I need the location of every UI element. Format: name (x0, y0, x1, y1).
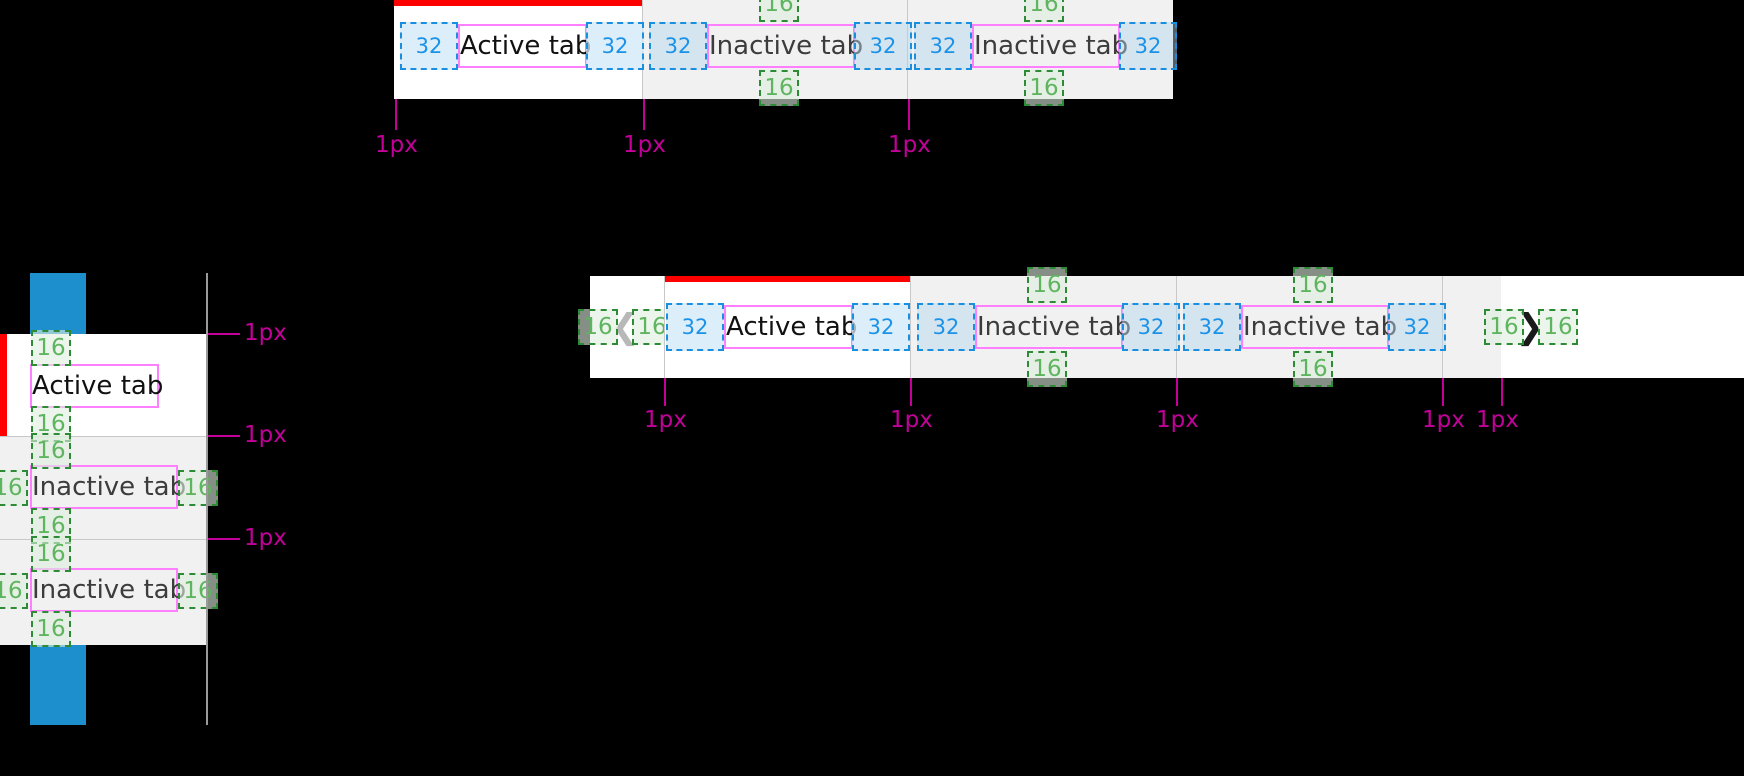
measure-label-1px: 1px (888, 132, 931, 158)
measure-leader (910, 378, 912, 406)
tab-label: Inactive tab (30, 465, 186, 509)
padding-chip-32: 32 (914, 22, 972, 70)
padding-chip-16: 16 (178, 470, 218, 506)
padding-chip-32: 32 (1183, 303, 1241, 351)
measure-leader (1442, 378, 1444, 406)
tab-label: Inactive tab (707, 24, 863, 68)
padding-chip-32: 32 (1388, 303, 1446, 351)
panel-guide-line (206, 273, 208, 725)
measure-label-1px: 1px (1422, 407, 1465, 433)
padding-chip-16: 16 (31, 536, 71, 572)
tab-label: Active tab (30, 364, 163, 408)
padding-chip-16: 16 (1538, 309, 1578, 345)
padding-chip-32: 32 (1122, 303, 1180, 351)
padding-chip-16: 16 (0, 470, 28, 506)
measure-leader (1501, 378, 1503, 406)
tab-label: Inactive tab (30, 568, 186, 612)
tab-label: Inactive tab (1241, 305, 1397, 349)
measure-label-1px: 1px (644, 407, 687, 433)
padding-chip-16: 16 (31, 433, 71, 469)
padding-chip-16: 16 (178, 573, 218, 609)
tab-divider (907, 0, 908, 99)
padding-chip-32: 32 (586, 22, 644, 70)
tab-label: Active tab (458, 24, 591, 68)
padding-chip-16: 16 (1293, 267, 1333, 303)
padding-chip-16: 16 (1484, 309, 1524, 345)
padding-chip-16: 16 (31, 611, 71, 647)
padding-chip-32: 32 (854, 22, 912, 70)
measure-label-1px: 1px (375, 132, 418, 158)
active-tab-indicator (0, 334, 7, 436)
tab-divider (1442, 276, 1443, 378)
measure-leader (664, 378, 666, 406)
accent-block-top (30, 273, 86, 334)
tab-divider (0, 436, 206, 437)
padding-chip-16: 16 (31, 330, 71, 366)
measure-leader (395, 99, 397, 130)
padding-chip-16: 16 (1293, 351, 1333, 387)
tab-label: Active tab (724, 305, 857, 349)
padding-chip-32: 32 (400, 22, 458, 70)
padding-chip-32: 32 (917, 303, 975, 351)
measure-leader (208, 538, 240, 540)
top-tabs-panel: Active tab Inactive tab Inactive tab 32 … (394, 0, 1177, 106)
padding-chip-16: 16 (1027, 267, 1067, 303)
measure-label-1px: 1px (1156, 407, 1199, 433)
measure-leader (643, 99, 645, 130)
padding-chip-32: 32 (666, 303, 724, 351)
padding-chip-16: 16 (759, 70, 799, 106)
active-tab-indicator (665, 276, 910, 282)
padding-chip-16: 16 (578, 309, 618, 345)
measure-label-1px: 1px (244, 320, 287, 346)
padding-chip-16: 16 (1024, 70, 1064, 106)
measure-label-1px: 1px (1476, 407, 1519, 433)
tab-divider (1176, 276, 1177, 378)
measure-label-1px: 1px (890, 407, 933, 433)
tab-divider (0, 539, 206, 540)
padding-chip-16: 16 (0, 573, 28, 609)
measure-leader (908, 99, 910, 130)
padding-chip-32: 32 (1119, 22, 1177, 70)
accent-block-bottom (30, 645, 86, 725)
active-tab-indicator (394, 0, 642, 6)
padding-chip-32: 32 (649, 22, 707, 70)
measure-leader (1176, 378, 1178, 406)
measure-label-1px: 1px (244, 422, 287, 448)
left-tabs-panel: Active tab Inactive tab Inactive tab 16 … (0, 330, 218, 647)
padding-chip-16: 16 (1027, 351, 1067, 387)
tab-label: Inactive tab (975, 305, 1131, 349)
padding-chip-32: 32 (852, 303, 910, 351)
measure-leader (208, 435, 240, 437)
tab-label: Inactive tab (972, 24, 1128, 68)
padding-chip-16: 16 (759, 0, 799, 22)
tab-divider (910, 276, 911, 378)
padding-chip-16: 16 (1024, 0, 1064, 22)
measure-leader (208, 333, 240, 335)
measure-label-1px: 1px (244, 525, 287, 551)
right-tabs-panel: ❮ 16 16 ❯ 16 16 Active tab Inactive tab … (578, 267, 1744, 387)
measure-label-1px: 1px (623, 132, 666, 158)
tab-divider (664, 276, 665, 378)
